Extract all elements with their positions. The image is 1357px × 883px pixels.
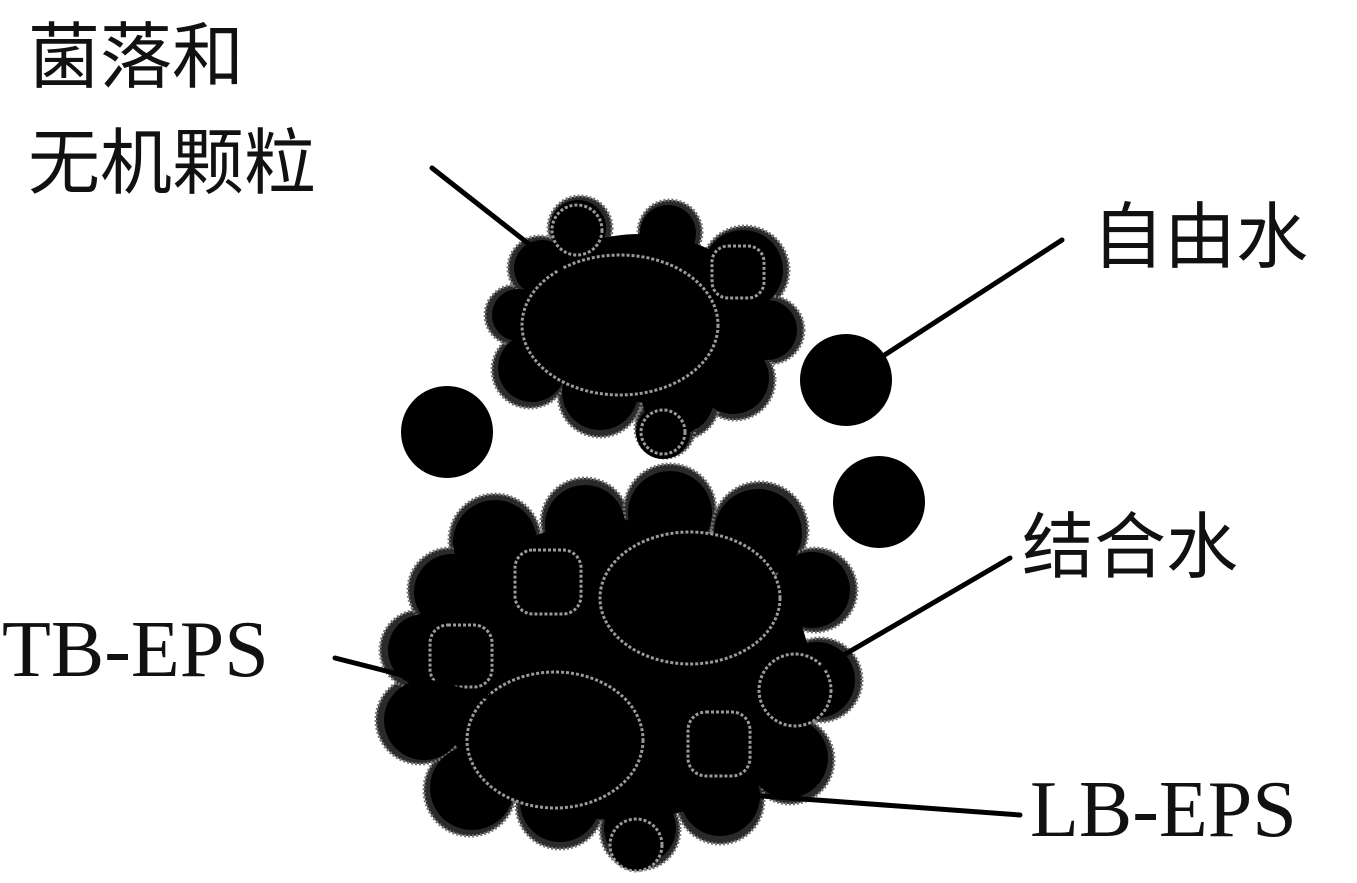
leader-bound-water (815, 555, 1013, 673)
free-water-droplet-right-bottom (833, 456, 925, 548)
free-water-droplet-right-top (800, 334, 892, 426)
lower-particle-upper-large (598, 530, 782, 666)
lower-particle-bottom (608, 817, 664, 873)
free-water-droplets (401, 334, 925, 548)
lower-particle-square-left (428, 623, 494, 689)
upper-particle-bottom (639, 408, 687, 456)
leader-lb-eps (745, 792, 1023, 818)
leader-tb-eps (332, 655, 503, 703)
lower-floc (374, 462, 864, 873)
label-colony-line2: 无机颗粒 (28, 121, 316, 205)
leader-colony (429, 165, 565, 273)
bound-water-particle (757, 652, 833, 728)
upper-particle-large (520, 253, 720, 397)
labels: 菌落和 无机颗粒 自由水 结合水 TB-EPS LB-EPS (2, 15, 1308, 854)
leader-lines (332, 165, 1065, 818)
tb-eps-particle (465, 670, 645, 810)
leader-free-water (877, 237, 1065, 361)
free-water-droplet-left (401, 386, 493, 478)
label-lb-eps: LB-EPS (1030, 766, 1297, 854)
lower-particle-square-top (513, 548, 583, 616)
label-free-water: 自由水 (1092, 195, 1308, 279)
label-bound-water: 结合水 (1022, 505, 1238, 589)
upper-particle-square (710, 244, 766, 300)
label-colony-line1: 菌落和 (28, 15, 244, 99)
upper-floc (483, 194, 806, 460)
lower-particle-square-bottom (686, 710, 752, 778)
upper-particle-top (550, 203, 604, 257)
label-tb-eps: TB-EPS (2, 606, 269, 694)
